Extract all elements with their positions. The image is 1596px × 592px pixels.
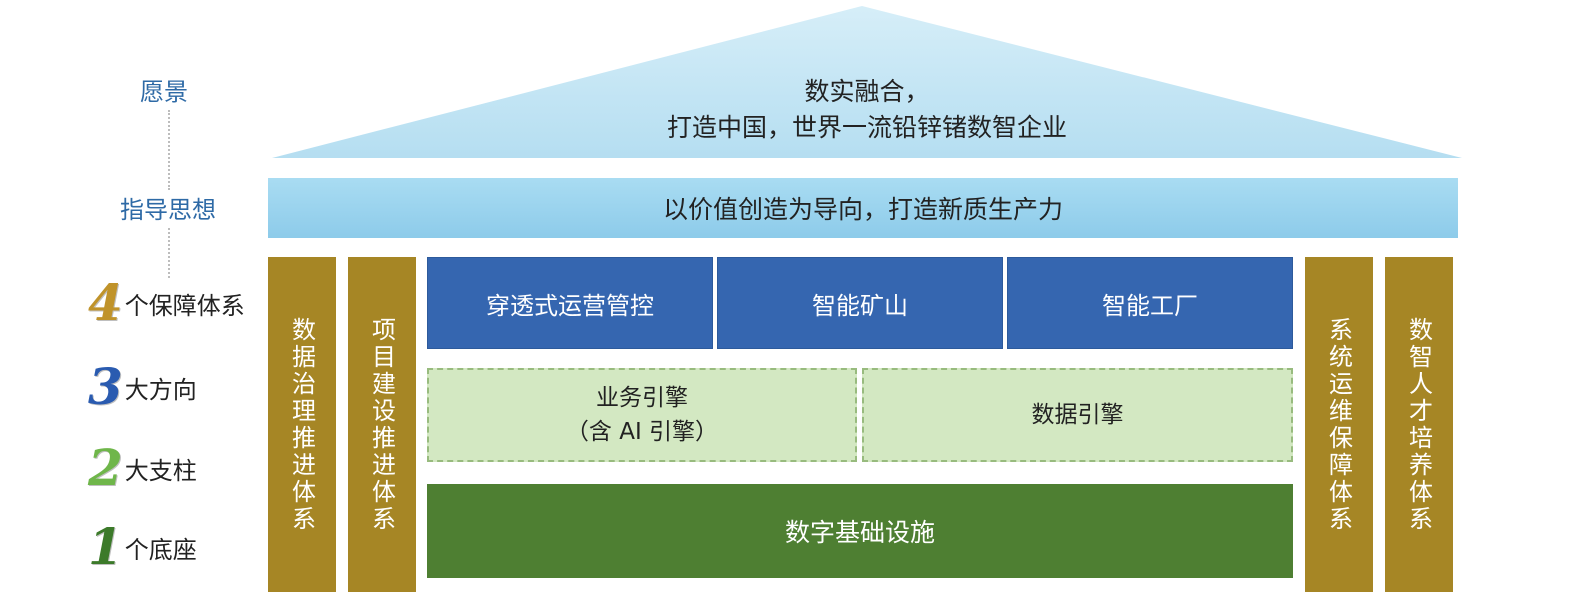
dotted-guide	[168, 228, 170, 278]
pillar-system-operations: 系统运维保障体系	[1305, 257, 1373, 592]
dotted-guide	[168, 110, 170, 190]
label-text: 个保障体系	[124, 291, 245, 320]
pillar-data-governance: 数据治理推进体系	[268, 257, 336, 592]
label-vision: 愿景	[140, 78, 188, 106]
label-text: 大支柱	[124, 456, 197, 485]
label-text: 大方向	[124, 375, 197, 404]
pillar-project-construction: 项目建设推进体系	[348, 257, 416, 592]
pillar-talent-cultivation: 数智人才培养体系	[1385, 257, 1453, 592]
digital-infrastructure-base: 数字基础设施	[427, 484, 1293, 578]
label-3-directions: 3 大方向	[88, 362, 197, 412]
label-4-systems: 4 个保障体系	[88, 278, 245, 328]
number-1: 1	[88, 517, 123, 576]
guiding-thought-beam: 以价值创造为导向，打造新质生产力	[268, 178, 1458, 238]
number-4: 4	[88, 273, 123, 332]
label-1-base: 1 个底座	[88, 522, 197, 572]
vision-line-1: 数实融合，	[804, 77, 930, 106]
number-2: 2	[88, 438, 123, 497]
direction-smart-factory: 智能工厂	[1007, 257, 1293, 349]
roof-triangle	[272, 6, 1462, 158]
direction-smart-mine: 智能矿山	[717, 257, 1003, 349]
direction-operations-control: 穿透式运营管控	[427, 257, 713, 349]
engine-business: 业务引擎 （含 AI 引擎）	[427, 368, 857, 462]
vision-text: 数实融合， 打造中国，世界一流铅锌锗数智企业	[272, 74, 1462, 146]
engine-data: 数据引擎	[862, 368, 1293, 462]
vision-line-2: 打造中国，世界一流铅锌锗数智企业	[666, 113, 1067, 142]
number-3: 3	[88, 357, 123, 416]
label-2-pillars: 2 大支柱	[88, 443, 197, 493]
engine-business-line2: （含 AI 引擎）	[565, 419, 719, 445]
label-guiding-thought: 指导思想	[120, 196, 216, 224]
engine-business-line1: 业务引擎	[596, 385, 688, 411]
engine-data-label: 数据引擎	[1031, 402, 1124, 428]
label-text: 个底座	[124, 535, 197, 564]
